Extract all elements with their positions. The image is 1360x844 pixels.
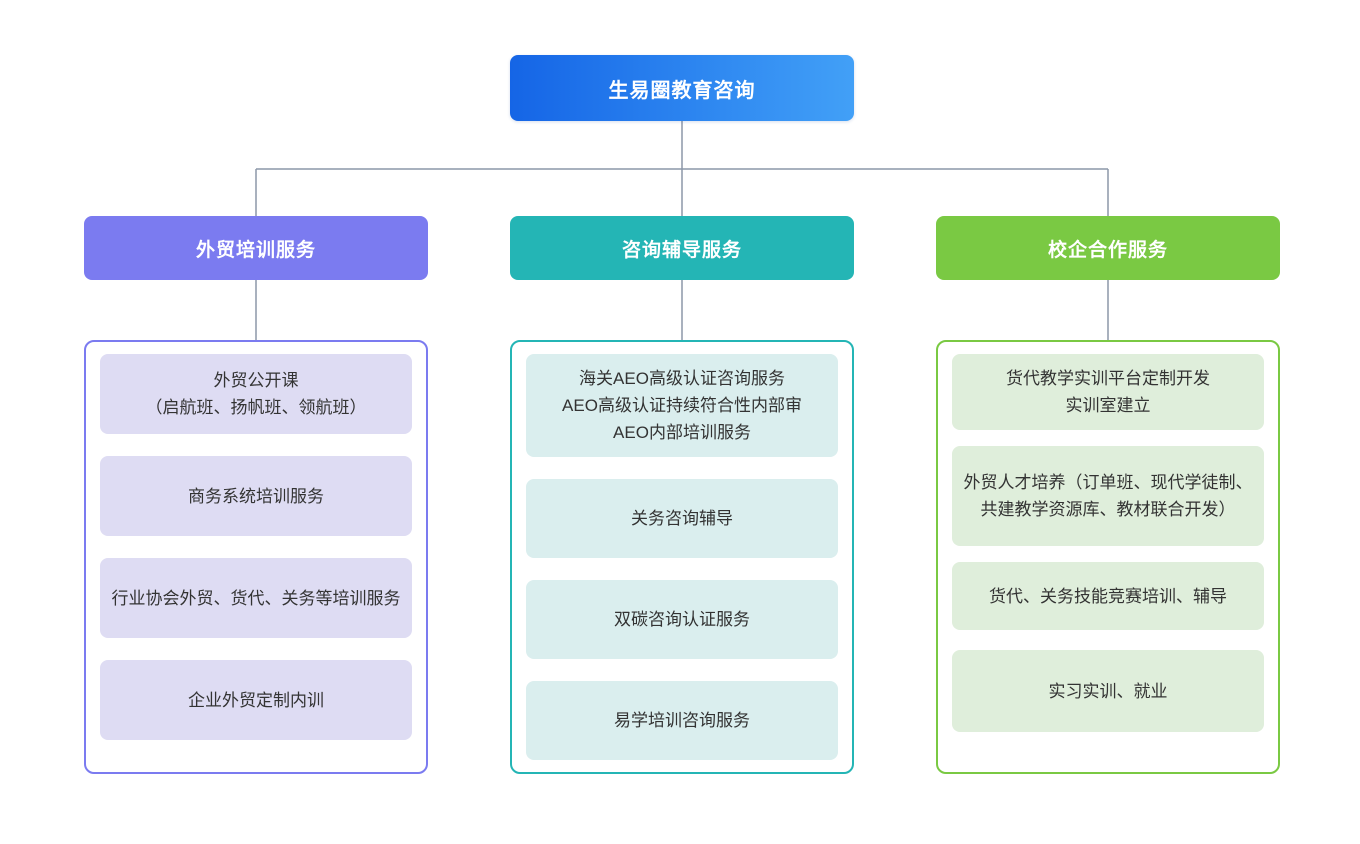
- branch-body-school-enterprise: 货代教学实训平台定制开发 实训室建立 外贸人才培养（订单班、现代学徒制、共建教学…: [936, 340, 1280, 774]
- branch-header-consulting[interactable]: 咨询辅导服务: [510, 216, 854, 280]
- service-item[interactable]: 双碳咨询认证服务: [526, 579, 838, 659]
- branch-body-consulting: 海关AEO高级认证咨询服务 AEO高级认证持续符合性内部审 AEO内部培训服务 …: [510, 340, 854, 774]
- service-item[interactable]: 海关AEO高级认证咨询服务 AEO高级认证持续符合性内部审 AEO内部培训服务: [526, 354, 838, 457]
- branch-school-enterprise: 校企合作服务 货代教学实训平台定制开发 实训室建立 外贸人才培养（订单班、现代学…: [936, 216, 1280, 774]
- service-item[interactable]: 行业协会外贸、货代、关务等培训服务: [100, 558, 412, 638]
- service-item[interactable]: 商务系统培训服务: [100, 456, 412, 536]
- service-item[interactable]: 关务咨询辅导: [526, 478, 838, 558]
- branch-consulting: 咨询辅导服务 海关AEO高级认证咨询服务 AEO高级认证持续符合性内部审 AEO…: [510, 216, 854, 774]
- branch-header-training[interactable]: 外贸培训服务: [84, 216, 428, 280]
- branch-training: 外贸培训服务 外贸公开课 （启航班、扬帆班、领航班） 商务系统培训服务 行业协会…: [84, 216, 428, 774]
- branch-body-training: 外贸公开课 （启航班、扬帆班、领航班） 商务系统培训服务 行业协会外贸、货代、关…: [84, 340, 428, 774]
- branch-header-school-enterprise[interactable]: 校企合作服务: [936, 216, 1280, 280]
- service-item[interactable]: 实习实训、就业: [952, 650, 1264, 732]
- service-item[interactable]: 外贸人才培养（订单班、现代学徒制、共建教学资源库、教材联合开发）: [952, 446, 1264, 546]
- service-item[interactable]: 易学培训咨询服务: [526, 680, 838, 760]
- service-item[interactable]: 货代教学实训平台定制开发 实训室建立: [952, 354, 1264, 430]
- service-item[interactable]: 企业外贸定制内训: [100, 660, 412, 740]
- service-item[interactable]: 货代、关务技能竞赛培训、辅导: [952, 562, 1264, 630]
- service-item[interactable]: 外贸公开课 （启航班、扬帆班、领航班）: [100, 354, 412, 434]
- root-node[interactable]: 生易圈教育咨询: [510, 55, 854, 121]
